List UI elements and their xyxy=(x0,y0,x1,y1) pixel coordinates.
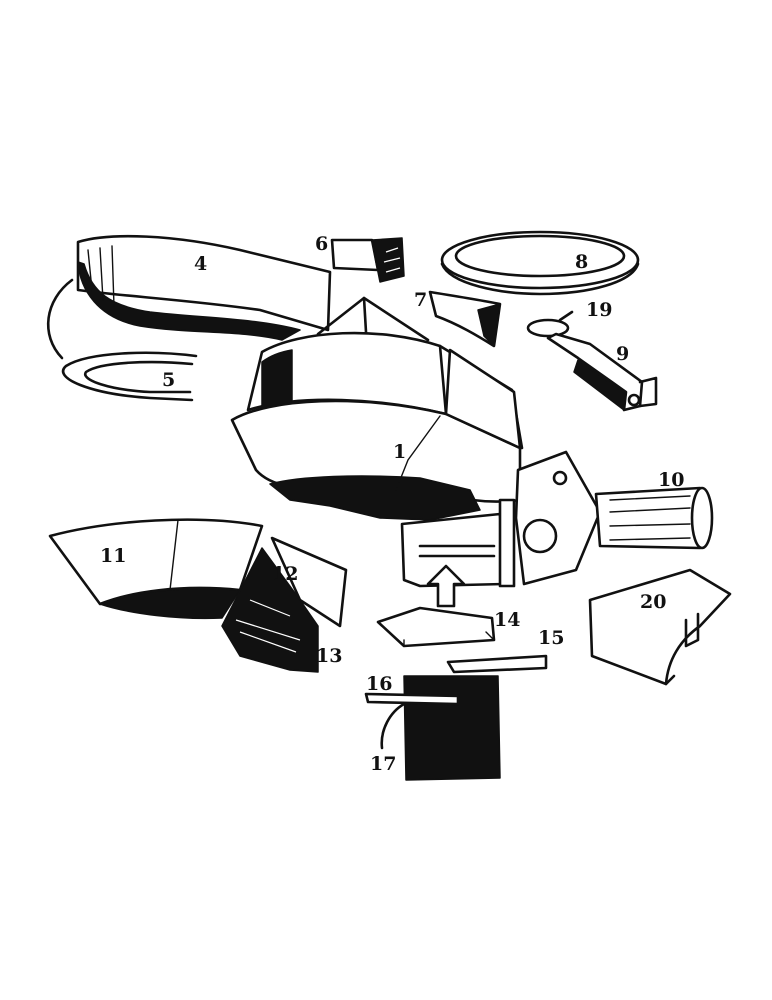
part-20-hood xyxy=(588,568,732,686)
label-part-11: 11 xyxy=(100,545,126,567)
part-7-curved-plate xyxy=(428,290,502,348)
part-13-wedge-block xyxy=(221,547,319,673)
part-10-roller xyxy=(594,486,714,550)
part-4-belt-shroud xyxy=(46,234,332,360)
label-part-4: 4 xyxy=(194,253,207,275)
label-part-16: 16 xyxy=(366,673,392,695)
label-part-8: 8 xyxy=(575,251,588,273)
label-part-15: 15 xyxy=(538,627,564,649)
label-part-19: 19 xyxy=(586,299,612,321)
label-part-5: 5 xyxy=(162,369,175,391)
part-14-tray xyxy=(376,606,496,648)
part-17-panel xyxy=(403,675,501,781)
label-part-20: 20 xyxy=(640,591,666,613)
part-1-main-housing xyxy=(230,296,524,521)
chassis-frame xyxy=(400,450,602,588)
label-part-14: 14 xyxy=(494,609,520,631)
part-6-bracket xyxy=(330,237,405,283)
label-part-17: 17 xyxy=(370,753,396,775)
part-5-open-ring xyxy=(62,351,198,402)
label-part-1: 1 xyxy=(393,441,406,463)
part-11-cowl xyxy=(48,518,264,620)
up-arrow xyxy=(426,564,466,608)
part-8-flat-ring xyxy=(440,230,640,296)
label-part-7: 7 xyxy=(414,289,427,311)
label-part-13: 13 xyxy=(316,645,342,667)
label-part-6: 6 xyxy=(315,233,328,255)
part-9-bracket-arm xyxy=(526,310,658,412)
part-16-rod xyxy=(364,692,460,750)
part-15-plate xyxy=(446,654,548,674)
label-part-10: 10 xyxy=(658,469,684,491)
part-12-wedge xyxy=(270,536,348,628)
label-part-9: 9 xyxy=(616,343,629,365)
label-part-12: 12 xyxy=(272,563,298,585)
